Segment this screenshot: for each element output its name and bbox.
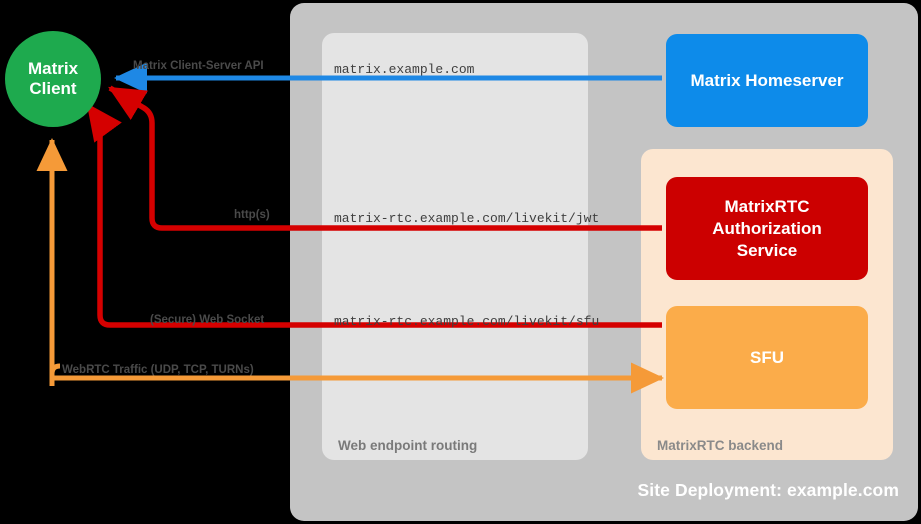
endpoint-label-livekit-sfu: matrix-rtc.example.com/livekit/sfu	[334, 314, 600, 329]
node-matrixrtc-authorization-service[interactable]: MatrixRTC Authorization Service	[666, 177, 868, 280]
node-matrix-client-line1: Matrix	[27, 59, 79, 78]
node-matrix-client-line2: Client	[29, 79, 77, 98]
node-matrix-homeserver[interactable]: Matrix Homeserver	[666, 34, 868, 127]
node-matrixrtc-auth-line1: MatrixRTC	[724, 196, 810, 216]
node-sfu-label: SFU	[750, 347, 784, 367]
node-matrixrtc-auth-line3: Service	[736, 240, 798, 260]
edge-label-https: http(s)	[234, 209, 270, 221]
edge-label-websocket: (Secure) Web Socket	[150, 314, 265, 326]
edge-label-webrtc-traffic: WebRTC Traffic (UDP, TCP, TURNs)	[62, 364, 254, 376]
node-sfu[interactable]: SFU	[666, 306, 868, 409]
node-matrix-client[interactable]: Matrix Client	[5, 31, 101, 127]
web-endpoint-routing-container	[322, 33, 588, 460]
endpoint-label-matrix-example-com: matrix.example.com	[334, 62, 475, 77]
node-matrixrtc-auth-line2: Authorization	[712, 218, 822, 238]
endpoint-label-livekit-jwt: matrix-rtc.example.com/livekit/jwt	[334, 211, 600, 226]
matrixrtc-backend-label: MatrixRTC backend	[657, 438, 784, 453]
edge-label-client-server-api: Matrix Client-Server API	[133, 60, 264, 72]
edge-webrtc-corner	[49, 363, 61, 386]
node-matrix-homeserver-label: Matrix Homeserver	[690, 70, 844, 90]
site-deployment-label: Site Deployment: example.com	[637, 480, 899, 500]
web-endpoint-routing-label: Web endpoint routing	[338, 438, 478, 453]
